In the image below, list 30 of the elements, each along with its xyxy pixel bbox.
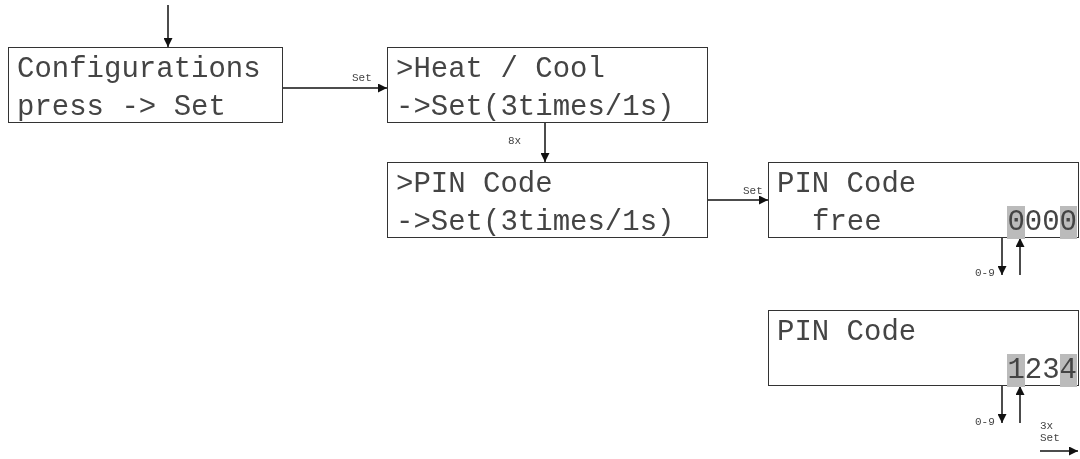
display-box bbox=[768, 310, 1079, 386]
display-box bbox=[387, 162, 708, 238]
arrow bbox=[1015, 237, 1025, 276]
edge-label: Set bbox=[743, 185, 763, 197]
arrow bbox=[540, 122, 550, 163]
arrow bbox=[1015, 385, 1025, 424]
display-box bbox=[387, 47, 708, 123]
display-text: >Heat / Cool bbox=[396, 54, 605, 86]
edge-label: 0-9 bbox=[975, 267, 995, 279]
edge-label: 8x bbox=[508, 135, 522, 147]
pin-digits: 1234 bbox=[1007, 355, 1077, 387]
display-box bbox=[768, 162, 1079, 238]
display-text: ->Set(3times/1s) bbox=[396, 92, 675, 124]
edge-label: 0-9 bbox=[975, 416, 995, 428]
display-text: Configurations bbox=[17, 54, 261, 86]
display-text: ->Set(3times/1s) bbox=[396, 207, 675, 239]
display-text: >PIN Code bbox=[396, 169, 553, 201]
pin-digits: 0000 bbox=[1007, 207, 1077, 239]
display-text: PIN Code bbox=[777, 169, 917, 201]
display-box bbox=[8, 47, 283, 123]
display-text: free bbox=[812, 207, 882, 239]
arrow bbox=[163, 4, 173, 48]
edge-label: Set bbox=[352, 72, 372, 84]
arrow bbox=[282, 83, 388, 93]
arrow bbox=[997, 385, 1007, 424]
display-text: press -> Set bbox=[17, 92, 226, 124]
arrow bbox=[997, 237, 1007, 276]
display-text: PIN Code bbox=[777, 317, 917, 349]
arrow bbox=[707, 195, 769, 205]
note-text: 3x Set bbox=[1040, 420, 1061, 444]
